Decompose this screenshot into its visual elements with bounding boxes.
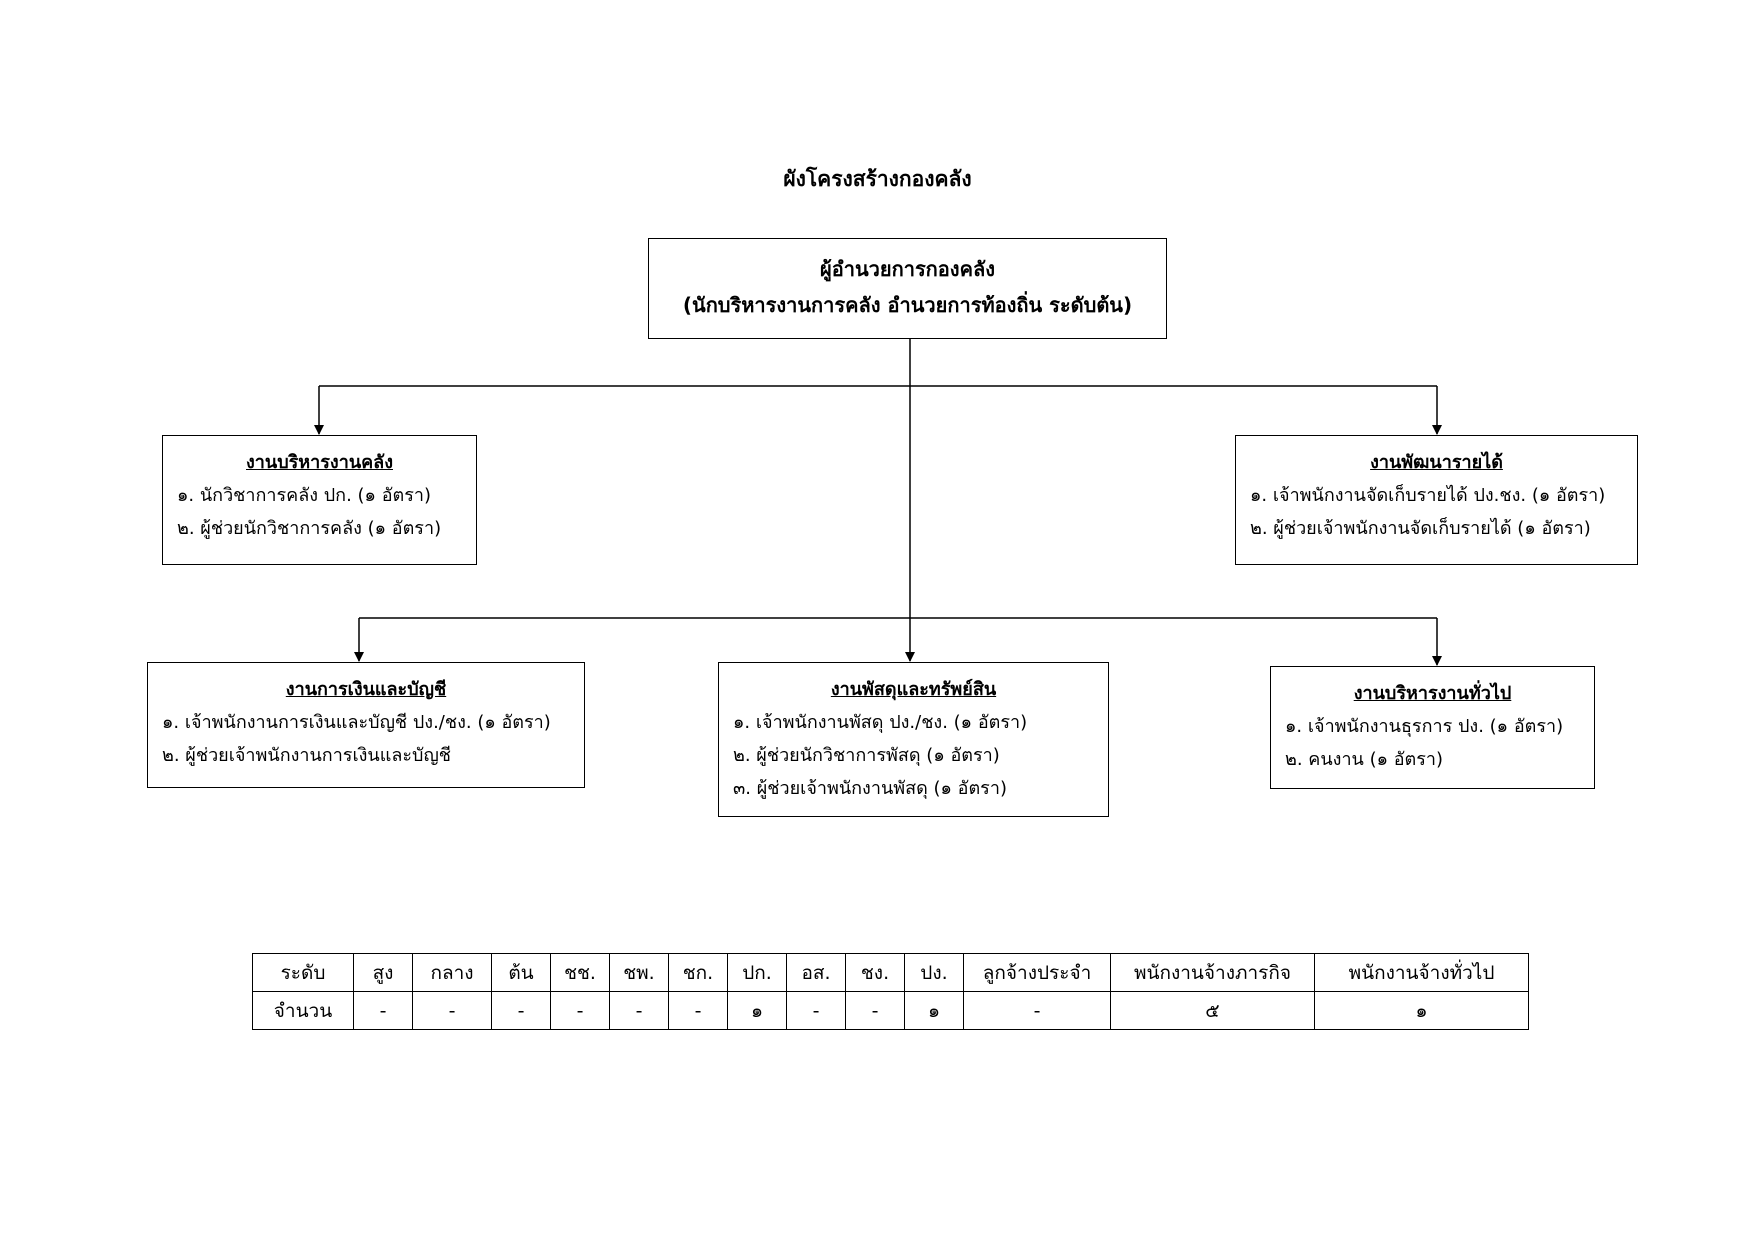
unit-general-admin: งานบริหารงานทั่วไป ๑. เจ้าพนักงานธุรการ … [1270, 666, 1595, 789]
unit-supplies-assets: งานพัสดุและทรัพย์สิน ๑. เจ้าพนักงานพัสดุ… [718, 662, 1109, 817]
level-cell: ชง. [845, 953, 905, 992]
unit-revenue-development: งานพัฒนารายได้ ๑. เจ้าพนักงานจัดเก็บรายไ… [1235, 435, 1638, 565]
staffing-summary-table: ระดับ สูง กลาง ต้น ชช. ชพ. ชก. ปก. อส. ช… [252, 953, 1529, 1030]
unit-item: ๒. ผู้ช่วยนักวิชาการคลัง (๑ อัตรา) [177, 518, 442, 539]
count-cell: ๕ [1110, 991, 1315, 1030]
count-cell: - [963, 991, 1111, 1030]
unit-heading: งานการเงินและบัญชี [285, 679, 447, 700]
level-cell: ต้น [491, 953, 551, 992]
count-cell: - [786, 991, 846, 1030]
level-cell: สูง [353, 953, 413, 992]
level-cell: พนักงานจ้างภารกิจ [1110, 953, 1315, 992]
unit-item: ๓. ผู้ช่วยเจ้าพนักงานพัสดุ (๑ อัตรา) [733, 778, 1007, 799]
director-position: (นักบริหารงานการคลัง อำนวยการท้องถิ่น ระ… [682, 293, 1133, 317]
unit-heading: งานพัสดุและทรัพย์สิน [830, 679, 997, 700]
level-cell: ลูกจ้างประจำ [963, 953, 1111, 992]
level-cell: ชพ. [609, 953, 669, 992]
count-cell: - [412, 991, 492, 1030]
level-cell: กลาง [412, 953, 492, 992]
director-title: ผู้อำนวยการกองคลัง [820, 257, 995, 281]
unit-item: ๒. ผู้ช่วยเจ้าพนักงานการเงินและบัญชี [162, 745, 452, 766]
unit-heading: งานบริหารงานทั่วไป [1353, 683, 1512, 704]
count-cell: - [550, 991, 610, 1030]
level-cell: อส. [786, 953, 846, 992]
row-label-level: ระดับ [252, 953, 354, 992]
unit-finance-accounting: งานการเงินและบัญชี ๑. เจ้าพนักงานการเงิน… [147, 662, 585, 788]
unit-item: ๑. เจ้าพนักงานธุรการ ปง. (๑ อัตรา) [1285, 716, 1564, 737]
level-cell: พนักงานจ้างทั่วไป [1314, 953, 1529, 992]
unit-item: ๑. เจ้าพนักงานจัดเก็บรายได้ ปง.ชง. (๑ อั… [1250, 485, 1606, 506]
chart-title: ผังโครงสร้างกองคลัง [783, 167, 972, 191]
unit-item: ๒. คนงาน (๑ อัตรา) [1285, 749, 1444, 770]
count-cell: - [491, 991, 551, 1030]
level-cell: ปก. [727, 953, 787, 992]
unit-heading: งานพัฒนารายได้ [1370, 452, 1503, 473]
count-cell: ๑ [727, 991, 787, 1030]
unit-item: ๑. นักวิชาการคลัง ปก. (๑ อัตรา) [177, 485, 431, 506]
director-box: ผู้อำนวยการกองคลัง (นักบริหารงานการคลัง … [648, 238, 1167, 339]
unit-item: ๒. ผู้ช่วยเจ้าพนักงานจัดเก็บรายได้ (๑ อั… [1250, 518, 1591, 539]
unit-item: ๒. ผู้ช่วยนักวิชาการพัสดุ (๑ อัตรา) [733, 745, 1000, 766]
table-row-levels: ระดับ สูง กลาง ต้น ชช. ชพ. ชก. ปก. อส. ช… [252, 953, 1529, 992]
count-cell: - [353, 991, 413, 1030]
count-cell: - [609, 991, 669, 1030]
count-cell: ๑ [904, 991, 964, 1030]
count-cell: - [668, 991, 728, 1030]
level-cell: ชก. [668, 953, 728, 992]
unit-item: ๑. เจ้าพนักงานการเงินและบัญชี ปง./ชง. (๑… [162, 712, 551, 733]
table-row-counts: จำนวน - - - - - - ๑ - - ๑ - ๕ ๑ [252, 991, 1529, 1030]
row-label-count: จำนวน [252, 991, 354, 1030]
level-cell: ปง. [904, 953, 964, 992]
level-cell: ชช. [550, 953, 610, 992]
count-cell: - [845, 991, 905, 1030]
unit-item: ๑. เจ้าพนักงานพัสดุ ปง./ชง. (๑ อัตรา) [733, 712, 1028, 733]
unit-heading: งานบริหารงานคลัง [246, 452, 393, 473]
count-cell: ๑ [1314, 991, 1529, 1030]
unit-fiscal-admin: งานบริหารงานคลัง ๑. นักวิชาการคลัง ปก. (… [162, 435, 477, 565]
